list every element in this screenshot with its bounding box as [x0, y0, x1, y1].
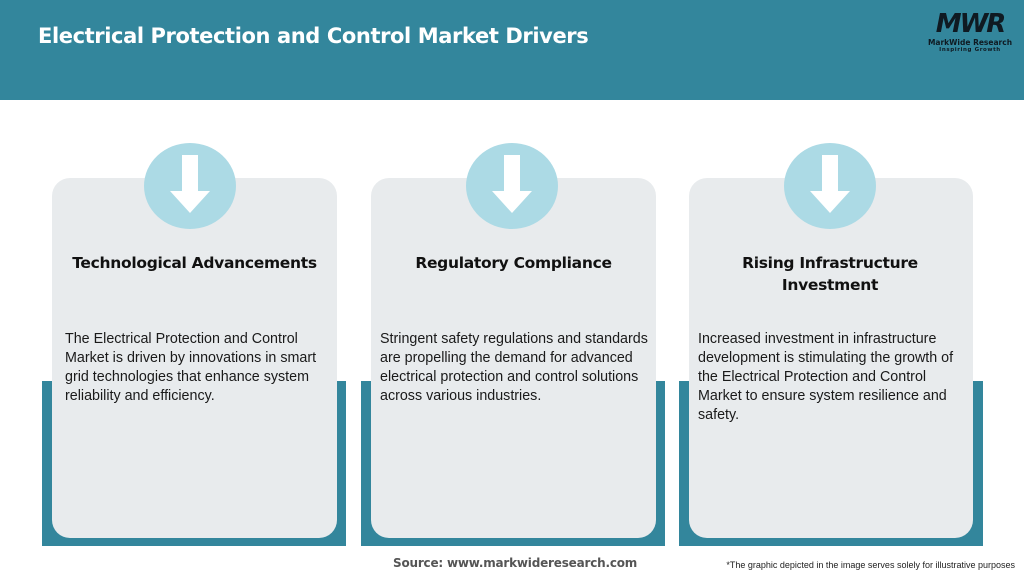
card-description: Stringent safety regulations and standar… — [380, 331, 648, 404]
logo: MWR MarkWide Research Inspiring Growth — [925, 10, 1015, 56]
card-panel — [52, 178, 337, 538]
driver-card-regulatory-compliance: Regulatory Compliance Stringent safety r… — [361, 140, 666, 550]
source-text: Source: www.markwideresearch.com — [393, 556, 638, 570]
arrow-down-icon — [466, 143, 558, 229]
card-panel — [371, 178, 656, 538]
card-description: The Electrical Protection and Control Ma… — [65, 331, 317, 404]
card-title: Rising Infrastructure Investment — [742, 254, 918, 294]
card-description: Increased investment in infrastructure d… — [698, 331, 954, 423]
logo-tagline: Inspiring Growth — [939, 47, 1001, 53]
driver-card-rising-infrastructure-investment: Rising Infrastructure Investment Increas… — [679, 140, 984, 550]
logo-name: MarkWide Research — [927, 38, 1013, 47]
arrow-down-icon — [144, 143, 236, 229]
disclaimer-text: *The graphic depicted in the image serve… — [726, 560, 1015, 570]
card-panel — [689, 178, 973, 538]
card-title: Technological Advancements — [72, 254, 317, 272]
driver-card-technological-advancements: Technological Advancements The Electrica… — [42, 140, 347, 550]
card-title: Regulatory Compliance — [415, 254, 612, 272]
header-banner: Electrical Protection and Control Market… — [0, 0, 1024, 100]
logo-mark: MWR — [935, 9, 1007, 39]
arrow-down-icon — [784, 143, 876, 229]
page-title: Electrical Protection and Control Market… — [38, 24, 589, 48]
